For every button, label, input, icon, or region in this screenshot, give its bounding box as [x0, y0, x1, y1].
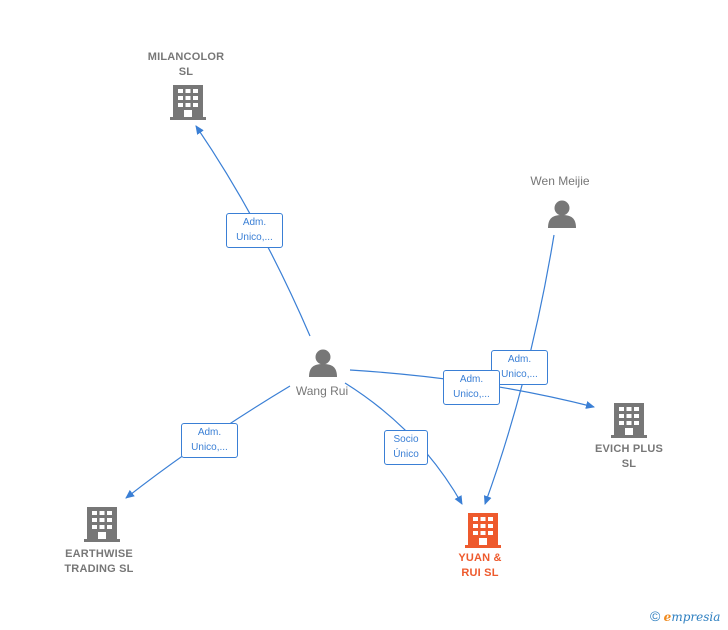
building-icon[interactable] [611, 403, 647, 438]
node-label-yuan-rui[interactable]: YUAN & RUI SL [458, 552, 502, 579]
node-label-milancolor[interactable]: MILANCOLOR SL [147, 51, 225, 78]
edge-label-wang-earthwise[interactable]: Adm. Unico,... [181, 423, 238, 458]
node-label-earthwise[interactable]: EARTHWISE TRADING SL [64, 548, 134, 575]
copyright-symbol: © [650, 608, 661, 624]
brand-footer[interactable]: © empresia [650, 608, 720, 624]
edge-label-wen-yuan[interactable]: Adm. Unico,... [491, 350, 548, 385]
building-icon[interactable] [170, 85, 206, 120]
node-label-wen-meijie[interactable]: Wen Meijie [530, 174, 590, 188]
person-icon[interactable] [548, 200, 576, 229]
edge-label-wang-milancolor[interactable]: Adm. Unico,... [226, 213, 283, 248]
edge-label-wang-yuan[interactable]: Socio Único [384, 430, 428, 465]
node-label-evich-plus[interactable]: EVICH PLUS SL [594, 443, 663, 470]
node-label-wang-rui[interactable]: Wang Rui [295, 384, 349, 398]
building-icon[interactable] [84, 507, 120, 542]
edge-label-wang-evich[interactable]: Adm. Unico,... [443, 370, 500, 405]
person-icon[interactable] [309, 349, 337, 378]
building-icon[interactable] [465, 513, 501, 548]
brand-logo: empresia [663, 610, 721, 624]
